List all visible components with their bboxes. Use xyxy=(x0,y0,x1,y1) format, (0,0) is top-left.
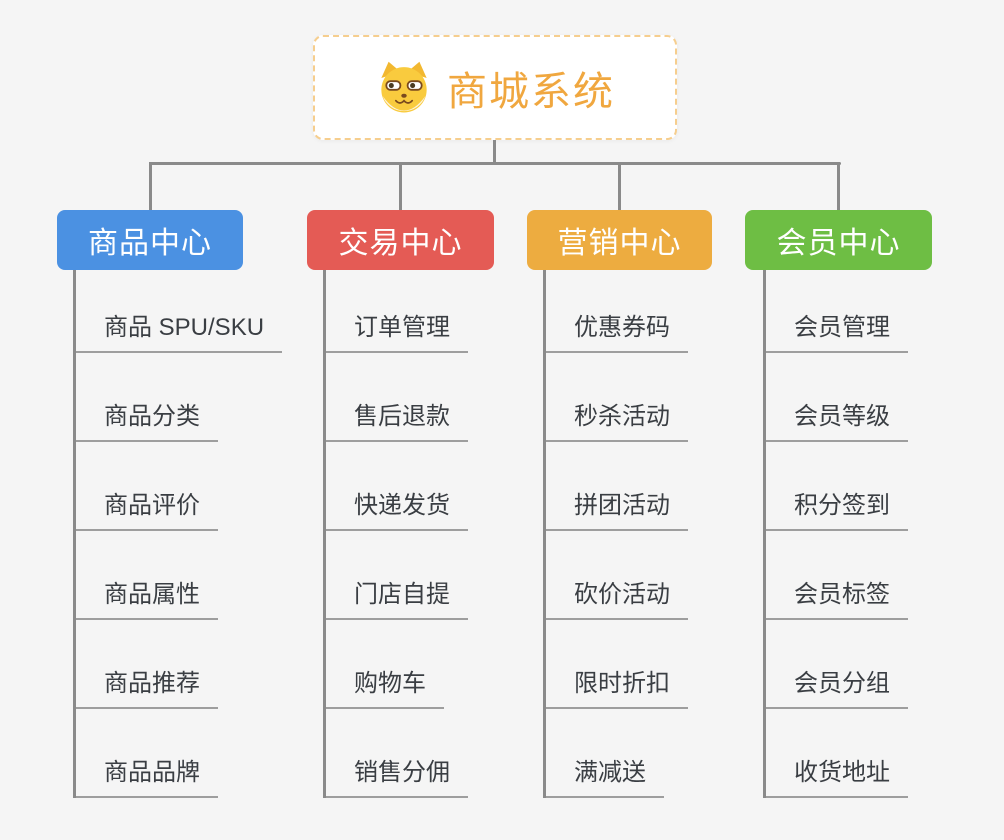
leaf-node[interactable]: 会员等级 xyxy=(766,353,908,442)
leaf-label: 门店自提 xyxy=(326,581,468,620)
branch-node-marketing-center[interactable]: 营销中心 xyxy=(527,210,712,270)
branch-children-product: 商品 SPU/SKU 商品分类 商品评价 商品属性 商品推荐 商品品牌 xyxy=(73,270,283,798)
leaf-node[interactable]: 商品分类 xyxy=(76,353,282,442)
connector-drop-trade xyxy=(399,162,402,210)
leaf-node[interactable]: 会员管理 xyxy=(766,270,908,353)
leaf-node[interactable]: 购物车 xyxy=(326,620,468,709)
leaf-label: 商品品牌 xyxy=(76,759,218,798)
leaf-node[interactable]: 会员分组 xyxy=(766,620,908,709)
leaf-label: 秒杀活动 xyxy=(546,403,688,442)
root-node-mall-system[interactable]: 商城系统 xyxy=(313,35,677,140)
leaf-node[interactable]: 限时折扣 xyxy=(546,620,688,709)
leaf-label: 购物车 xyxy=(326,670,444,709)
leaf-label: 商品推荐 xyxy=(76,670,218,709)
branch-children-trade: 订单管理 售后退款 快递发货 门店自提 购物车 销售分佣 xyxy=(323,270,468,798)
leaf-node[interactable]: 销售分佣 xyxy=(326,709,468,798)
leaf-label: 限时折扣 xyxy=(546,670,688,709)
branch-children-marketing: 优惠券码 秒杀活动 拼团活动 砍价活动 限时折扣 满减送 xyxy=(543,270,688,798)
leaf-label: 会员等级 xyxy=(766,403,908,442)
connector-root-stem xyxy=(493,140,496,164)
leaf-label: 商品 SPU/SKU xyxy=(76,314,283,353)
leaf-label: 销售分佣 xyxy=(326,759,468,798)
leaf-node[interactable]: 快递发货 xyxy=(326,442,468,531)
leaf-node[interactable]: 订单管理 xyxy=(326,270,468,353)
leaf-node[interactable]: 秒杀活动 xyxy=(546,353,688,442)
shiba-dog-icon xyxy=(381,61,427,112)
leaf-node[interactable]: 商品评价 xyxy=(76,442,282,531)
leaf-node[interactable]: 积分签到 xyxy=(766,442,908,531)
leaf-node[interactable]: 售后退款 xyxy=(326,353,468,442)
leaf-label: 商品属性 xyxy=(76,581,218,620)
leaf-label: 满减送 xyxy=(546,759,664,798)
leaf-node[interactable]: 满减送 xyxy=(546,709,688,798)
leaf-node[interactable]: 优惠券码 xyxy=(546,270,688,353)
leaf-label: 商品分类 xyxy=(76,403,218,442)
leaf-label: 快递发货 xyxy=(326,492,468,531)
root-title: 商城系统 xyxy=(447,69,615,114)
leaf-label: 积分签到 xyxy=(766,492,908,531)
leaf-node[interactable]: 商品属性 xyxy=(76,531,282,620)
leaf-label: 订单管理 xyxy=(326,314,468,353)
leaf-label: 会员分组 xyxy=(766,670,908,709)
leaf-label: 售后退款 xyxy=(326,403,468,442)
branch-label: 营销中心 xyxy=(557,227,682,260)
leaf-label: 优惠券码 xyxy=(546,314,688,353)
leaf-label: 商品评价 xyxy=(76,492,218,531)
branch-label: 交易中心 xyxy=(338,227,463,260)
branch-node-member-center[interactable]: 会员中心 xyxy=(745,210,932,270)
leaf-label: 砍价活动 xyxy=(546,581,688,620)
connector-drop-marketing xyxy=(618,162,621,210)
leaf-node[interactable]: 商品推荐 xyxy=(76,620,282,709)
branch-label: 会员中心 xyxy=(776,227,901,260)
leaf-label: 会员管理 xyxy=(766,314,908,353)
connector-drop-member xyxy=(837,162,840,210)
leaf-node[interactable]: 砍价活动 xyxy=(546,531,688,620)
leaf-node[interactable]: 商品 SPU/SKU xyxy=(76,270,283,353)
connector-rail xyxy=(149,162,841,165)
leaf-node[interactable]: 收货地址 xyxy=(766,709,908,798)
leaf-label: 拼团活动 xyxy=(546,492,688,531)
leaf-label: 收货地址 xyxy=(766,759,908,798)
branch-label: 商品中心 xyxy=(88,227,212,260)
branch-node-product-center[interactable]: 商品中心 xyxy=(57,210,243,270)
leaf-node[interactable]: 会员标签 xyxy=(766,531,908,620)
leaf-node[interactable]: 门店自提 xyxy=(326,531,468,620)
branch-children-member: 会员管理 会员等级 积分签到 会员标签 会员分组 收货地址 xyxy=(763,270,908,798)
branch-node-trade-center[interactable]: 交易中心 xyxy=(307,210,494,270)
leaf-node[interactable]: 商品品牌 xyxy=(76,709,282,798)
leaf-label: 会员标签 xyxy=(766,581,908,620)
connector-drop-product xyxy=(149,162,152,210)
leaf-node[interactable]: 拼团活动 xyxy=(546,442,688,531)
